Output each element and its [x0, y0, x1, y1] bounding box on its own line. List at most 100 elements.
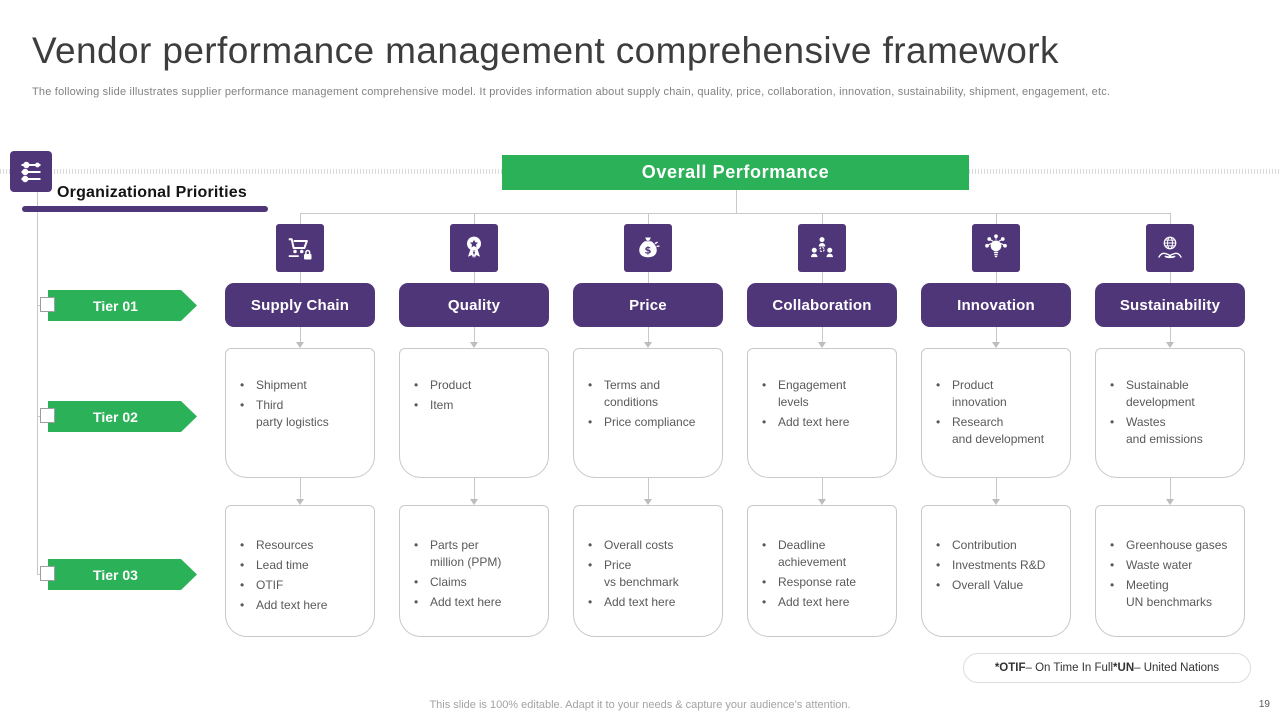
down-arrow-connector [470, 327, 478, 348]
bullet-text: Price compliance [604, 415, 696, 430]
bullet-marker: • [240, 398, 245, 413]
columns-connector-line [300, 213, 1171, 214]
bullet-marker: • [414, 398, 419, 413]
arrowhead-icon [818, 342, 826, 348]
bullet-item: • Item [414, 397, 540, 414]
column-quality: Quality•Product•Item•Parts per million (… [399, 213, 549, 637]
overall-performance-banner: Overall Performance [502, 155, 969, 190]
down-arrow-connector [992, 327, 1000, 348]
money-bag-icon: $ [624, 224, 672, 272]
tier-pennant-1: Tier 01 [40, 290, 197, 321]
connector-stub [995, 213, 997, 224]
bullet-marker: • [414, 538, 419, 552]
tier-pennant-label: Tier 03 [48, 559, 197, 590]
arrowhead-icon [1166, 342, 1174, 348]
page-subtitle: The following slide illustrates supplier… [32, 86, 1111, 98]
bullet-item: •Price compliance [588, 414, 714, 431]
bullet-text: Add text here [430, 595, 502, 610]
bullet-item: •Price vs benchmark [588, 557, 714, 591]
bullet-marker: • [762, 378, 767, 392]
bullet-text: Product innovation [952, 378, 1007, 410]
bullet-marker: • [936, 578, 941, 593]
down-arrow-connector [470, 478, 478, 505]
bullet-item: •Add text here [240, 597, 366, 614]
bullet-text: Item [430, 398, 454, 413]
tier-marker-square [40, 566, 55, 581]
column-header: Price [573, 283, 723, 327]
bullet-marker: • [936, 415, 941, 430]
bullet-item: • Parts per million (PPM) [414, 537, 540, 571]
tier2-box: •Engagement levels•Add text here [747, 348, 897, 478]
connector-stub [821, 213, 823, 224]
innovation-bulb-icon [972, 224, 1020, 272]
footnote-part: – On Time In Full [1025, 662, 1114, 674]
connector-stub [995, 272, 997, 283]
bullet-item: • Product innovation [936, 377, 1062, 411]
column-supply-chain: Supply Chain•Shipment•Third party logist… [225, 213, 375, 637]
bullet-marker: • [1110, 578, 1115, 593]
bullet-marker: • [588, 558, 593, 573]
tier-pennant-label: Tier 01 [48, 290, 197, 321]
bullet-item: •Shipment [240, 377, 366, 394]
tier2-box: •Product innovation•Research and develop… [921, 348, 1071, 478]
bullet-text: Engagement levels [778, 378, 847, 410]
svg-text:$: $ [645, 246, 652, 257]
down-arrow-connector [644, 478, 652, 505]
bullet-text: Terms and conditions [604, 378, 661, 410]
bullet-text: Lead time [256, 558, 309, 573]
connector-stub [299, 272, 301, 283]
bullet-item: •Sustainable development [1110, 377, 1236, 411]
bullet-marker: • [588, 538, 593, 552]
connector-stub [473, 213, 475, 224]
column-header: Innovation [921, 283, 1071, 327]
column-header: Collaboration [747, 283, 897, 327]
team-collaboration-icon [798, 224, 846, 272]
bullet-item: •Resources [240, 537, 366, 554]
bullet-text: Parts per million (PPM) [430, 538, 502, 570]
bullet-item: •Add text here [414, 594, 540, 611]
org-priorities-underline [22, 206, 268, 212]
connector-stub [473, 272, 475, 283]
column-price: $Price•Terms and conditions•Price compli… [573, 213, 723, 637]
bullet-item: •Greenhouse gases [1110, 537, 1236, 554]
bullet-marker: • [240, 578, 245, 593]
bullet-item: •Investments R&D [936, 557, 1062, 574]
bullet-text: Third party logistics [256, 398, 329, 430]
bullet-item: •Contribution [936, 537, 1062, 554]
bullet-text: Response rate [778, 575, 857, 590]
down-arrow-connector [818, 327, 826, 348]
footnote-part: *UN [1113, 662, 1135, 674]
footnote-part: *OTIF [994, 662, 1026, 674]
bullet-text: Shipment [256, 378, 307, 392]
down-arrow-connector [1166, 327, 1174, 348]
bullet-item: •Meeting UN benchmarks [1110, 577, 1236, 611]
bullet-item: •Claims [414, 574, 540, 591]
arrowhead-icon [992, 342, 1000, 348]
column-innovation: Innovation•Product innovation•Research a… [921, 213, 1071, 637]
bullet-text: Resources [256, 538, 314, 552]
down-arrow-connector [1166, 478, 1174, 505]
bottom-note: This slide is 100% editable. Adapt it to… [429, 699, 851, 711]
connector-stub [821, 272, 823, 283]
bullet-text: Deadline achievement [778, 538, 847, 570]
bullet-text: Add text here [604, 595, 676, 610]
bullet-text: Add text here [778, 415, 850, 430]
tier3-box: • Parts per million (PPM) •Claims •Add text… [399, 505, 549, 637]
tier-pennant-2: Tier 02 [40, 401, 197, 432]
connector-stub [1169, 213, 1171, 224]
bullet-item: •Lead time [240, 557, 366, 574]
tier-pennant-3: Tier 03 [40, 559, 197, 590]
tier2-box: •Terms and conditions •Price compliance [573, 348, 723, 478]
bullet-item: •Terms and conditions [588, 377, 714, 411]
tier3-box: •Contribution•Investments R&D•Overall Va… [921, 505, 1071, 637]
bullet-text: Product [430, 378, 472, 392]
bullet-marker: • [936, 378, 941, 392]
connector-stub [647, 272, 649, 283]
bullet-marker: • [1110, 558, 1115, 573]
bullet-item: • Waste water [1110, 557, 1236, 574]
page-number: 19 [1258, 699, 1270, 710]
bullet-text: Contribution [952, 538, 1017, 552]
bullet-text: Overall costs [604, 538, 674, 552]
bullet-item: •Response rate [762, 574, 888, 591]
bullet-text: Waste water [1126, 558, 1193, 573]
